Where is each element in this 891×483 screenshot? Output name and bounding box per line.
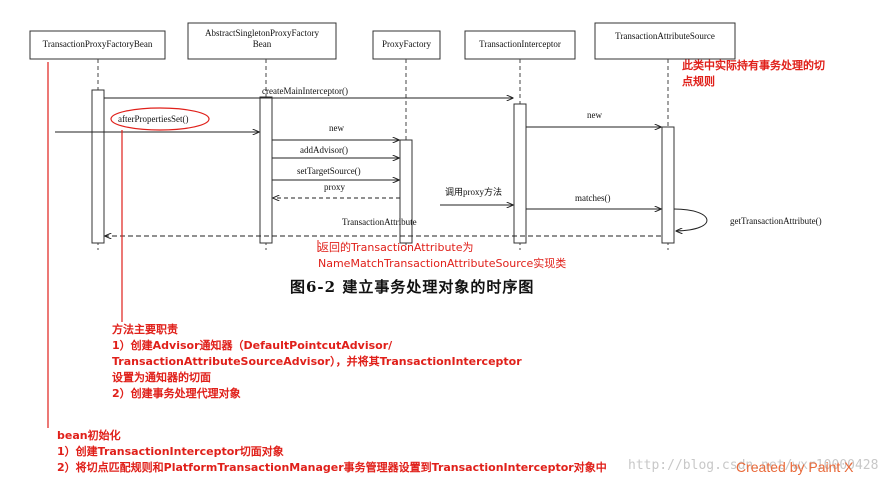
method-note-line-5: 2）创建事务处理代理对象 [112, 387, 241, 400]
msg-get-transaction-attribute-label: getTransactionAttribute() [730, 216, 822, 226]
participant-label-p2: AbstractSingletonProxyFactory Bean [205, 28, 319, 49]
participant-label-p4: TransactionInterceptor [479, 39, 561, 49]
participant-box-p1 [29, 30, 166, 60]
figure-caption: 图6-2 建立事务处理对象的时序图 [290, 278, 535, 296]
msg-create-main-interceptor-label: createMainInterceptor() [262, 86, 348, 96]
activation-p5 [661, 126, 675, 244]
method-note-line-2: 1）创建Advisor通知器（DefaultPointcutAdvisor/ [112, 339, 393, 352]
source-note-line-1: 此类中实际持有事务处理的切 [682, 59, 825, 72]
activation-p4 [513, 103, 527, 244]
msg-set-target-source-label: setTargetSource() [297, 166, 361, 176]
return-note: 返回的TransactionAttribute为 NameMatchTransa… [318, 240, 566, 272]
participant-box-p2 [187, 22, 337, 60]
return-note-line-1: 返回的TransactionAttribute为 [318, 241, 474, 254]
activation-p3 [399, 139, 413, 244]
bean-note-line-3: 2）将切点匹配规则和PlatformTransactionManager事务管理… [57, 461, 607, 474]
msg-after-properties-set-label: afterPropertiesSet() [118, 114, 189, 124]
participant-label-p3: ProxyFactory [382, 39, 431, 49]
participant-label-p1: TransactionProxyFactoryBean [42, 39, 153, 49]
msg-proxy-label: proxy [324, 182, 345, 192]
method-note-line-4: 设置为通知器的切面 [112, 371, 211, 384]
msg-new-interceptor-label: new [587, 110, 602, 120]
msg-matches-label: matches() [575, 193, 611, 203]
msg-transaction-attribute-label: TransactionAttribute [342, 217, 417, 227]
msg-self-call-line [673, 208, 708, 231]
highlight-after-properties-set [110, 107, 210, 131]
bean-note: bean初始化 1）创建TransactionInterceptor切面对象 2… [57, 428, 607, 476]
activation-p1 [91, 89, 105, 244]
msg-add-advisor-label: addAdvisor() [300, 145, 348, 155]
source-note-line-2: 点规则 [682, 75, 715, 88]
participant-box-p5 [594, 22, 736, 60]
method-note-line-1: 方法主要职责 [112, 323, 178, 336]
participant-box-p4 [464, 30, 576, 60]
watermark-credit: Created by Paint X [736, 459, 854, 475]
participant-label-p5: TransactionAttributeSource [615, 31, 715, 41]
bean-note-line-1: bean初始化 [57, 429, 121, 442]
source-note: 此类中实际持有事务处理的切 点规则 [682, 58, 825, 90]
method-note-line-3: TransactionAttributeSourceAdvisor），并将其Tr… [112, 355, 522, 368]
return-note-line-2: NameMatchTransactionAttributeSource实现类 [318, 257, 567, 270]
watermark-url: http://blog.csdn.net/wxr10000428 [628, 458, 879, 473]
method-note: 方法主要职责 1）创建Advisor通知器（DefaultPointcutAdv… [112, 322, 522, 402]
msg-new-proxyfactory-label: new [329, 123, 344, 133]
activation-p2 [259, 96, 273, 244]
bean-note-line-2: 1）创建TransactionInterceptor切面对象 [57, 445, 284, 458]
msg-call-proxy-label: 调用proxy方法 [445, 187, 502, 197]
